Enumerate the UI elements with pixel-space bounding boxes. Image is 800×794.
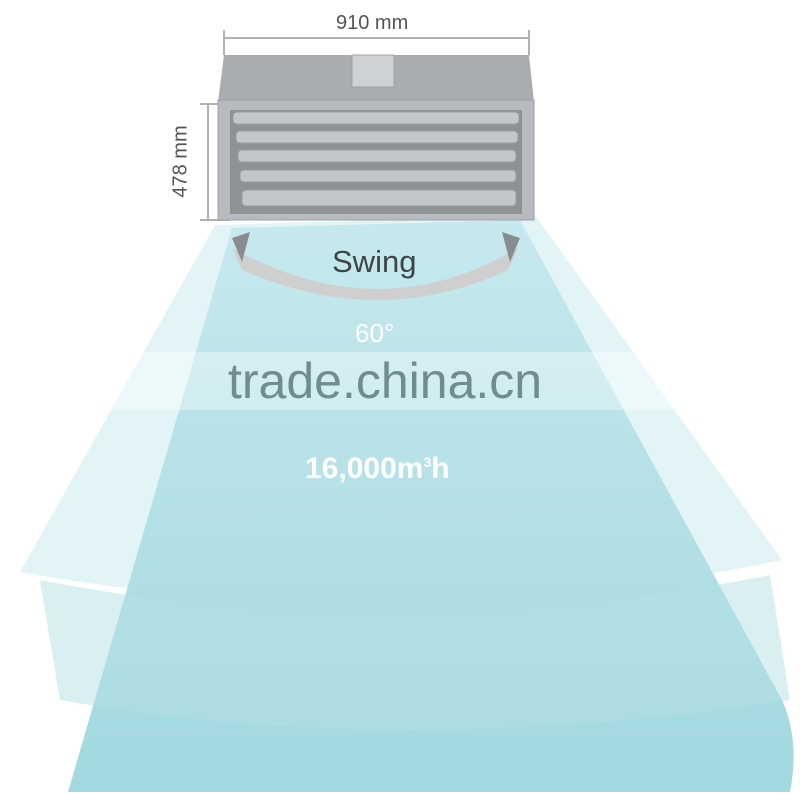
swing-arrow (232, 248, 518, 300)
watermark-text: trade.china.cn (228, 353, 543, 409)
angle-label: 60° (355, 318, 395, 348)
airflow-superscript: 3 (423, 454, 432, 470)
airflow-unit: h (431, 452, 450, 485)
swing-arrow-head-left (232, 232, 250, 262)
watermark-band (0, 352, 800, 410)
width-dimension-line (223, 30, 530, 55)
width-label: 910 mm (336, 12, 409, 34)
airflow-fan-band (40, 575, 790, 730)
air-unit (217, 54, 535, 221)
airflow-value: 16,000m (305, 452, 424, 485)
height-label: 478 mm (169, 125, 192, 198)
swing-arrow-head-right (502, 232, 520, 262)
swing-label: Swing (332, 244, 417, 279)
airflow-label: 16,000m3h (305, 452, 450, 486)
